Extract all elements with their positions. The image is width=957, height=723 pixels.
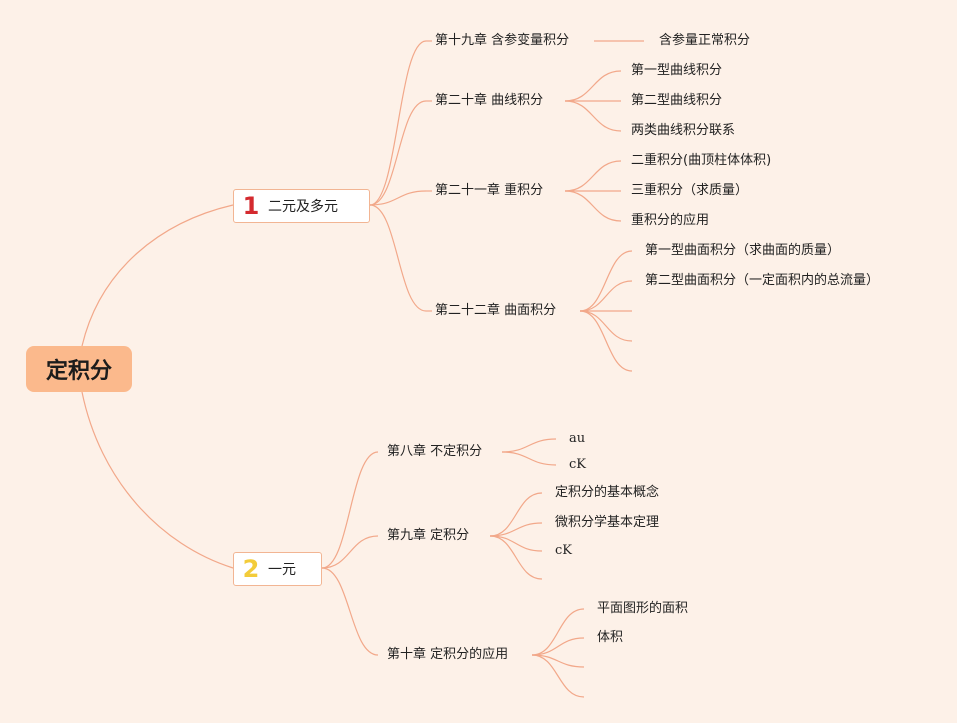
link-branch-chapter (321, 535, 379, 569)
topic-node[interactable]: 二重积分(曲顶柱体体积) (631, 153, 772, 168)
topic-node[interactable]: 含参量正常积分 (659, 33, 751, 48)
root-node[interactable]: 定积分 (26, 346, 132, 392)
link-branch-chapter (321, 567, 379, 656)
link-chapter-topic (564, 100, 622, 132)
chapter-node[interactable]: 第十章 定积分的应用 (387, 647, 509, 662)
link-chapter-topic (531, 608, 585, 656)
link-chapter-topic (564, 160, 622, 192)
topic-node[interactable]: 第二型曲线积分 (631, 93, 723, 108)
link-chapter-topic (579, 250, 633, 312)
branch-label: 二元及多元 (268, 199, 338, 215)
link-root-branch-2 (81, 391, 234, 569)
chapter-node[interactable]: 第二十二章 曲面积分 (435, 303, 557, 318)
topic-node[interactable]: 平面图形的面积 (597, 601, 689, 616)
link-branch-chapter (369, 100, 427, 206)
link-chapter-topic (489, 535, 543, 552)
link-chapter-topic (531, 637, 585, 656)
link-branch-chapter (321, 451, 379, 569)
link-chapter-topic (489, 522, 543, 537)
topic-node[interactable]: 两类曲线积分联系 (631, 123, 736, 138)
link-branch-chapter (369, 190, 427, 206)
link-chapter-topic (579, 310, 633, 342)
link-chapter-topic (531, 654, 585, 698)
link-chapter-topic (489, 535, 543, 580)
branch-node-multivariate[interactable]: 1 二元及多元 (233, 189, 370, 223)
link-branch-chapter (369, 204, 427, 312)
topic-node[interactable]: 第一型曲面积分（求曲面的质量） (645, 243, 841, 258)
topic-node[interactable]: 体积 (597, 630, 624, 645)
topic-node[interactable]: cK (569, 457, 586, 472)
link-chapter-topic (564, 70, 622, 102)
chapter-node[interactable]: 第九章 定积分 (387, 528, 470, 543)
branch-node-single-variable[interactable]: 2 一元 (233, 552, 322, 586)
topic-node[interactable]: 重积分的应用 (631, 213, 710, 228)
topic-node[interactable]: 微积分学基本定理 (555, 515, 660, 530)
link-chapter-topic (501, 451, 557, 466)
link-root-branch-1 (81, 204, 234, 347)
topic-node[interactable]: au (569, 431, 586, 446)
topic-node[interactable]: 第一型曲线积分 (631, 63, 723, 78)
branch-number-badge: 1 (242, 192, 260, 220)
link-branch-chapter (369, 40, 427, 206)
link-chapter-topic (564, 190, 622, 222)
chapter-node[interactable]: 第十九章 含参变量积分 (435, 33, 570, 48)
topic-node[interactable]: 三重积分（求质量） (631, 183, 749, 198)
chapter-node[interactable]: 第二十章 曲线积分 (435, 93, 544, 108)
branch-number-badge: 2 (242, 555, 260, 583)
chapter-node[interactable]: 第八章 不定积分 (387, 444, 483, 459)
topic-node[interactable]: 第二型曲面积分（一定面积内的总流量） (645, 273, 880, 288)
topic-node[interactable]: cK (555, 543, 572, 558)
link-chapter-topic (489, 492, 543, 537)
chapter-node[interactable]: 第二十一章 重积分 (435, 183, 544, 198)
branch-label: 一元 (268, 562, 296, 578)
link-chapter-topic (579, 310, 633, 372)
topic-node[interactable]: 定积分的基本概念 (555, 485, 660, 500)
link-chapter-topic (501, 438, 557, 453)
link-chapter-topic (579, 280, 633, 312)
root-label: 定积分 (45, 359, 112, 384)
